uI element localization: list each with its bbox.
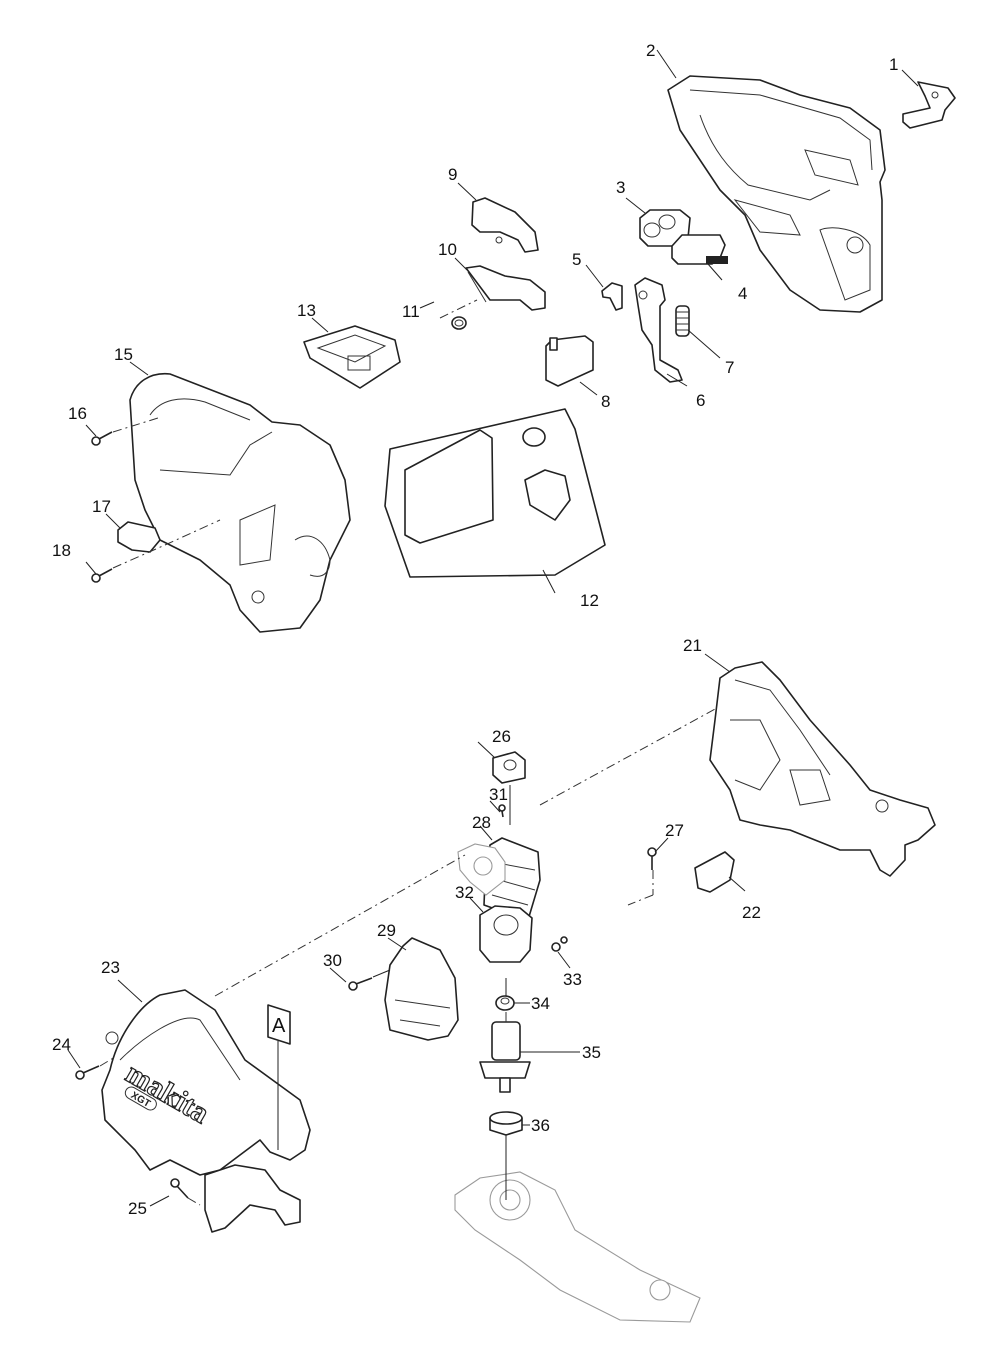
part-6-lock-off-lever[interactable] bbox=[634, 277, 683, 383]
callout-17[interactable]: 17 bbox=[92, 497, 111, 516]
callout-labels: 1 2 3 4 5 6 7 8 9 10 11 12 13 15 16 17 1… bbox=[52, 41, 898, 1218]
callout-4[interactable]: 4 bbox=[738, 284, 747, 303]
part-33-tapping-screw[interactable] bbox=[551, 936, 568, 952]
callout-2[interactable]: 2 bbox=[646, 41, 655, 60]
part-36-ball-bearing[interactable] bbox=[489, 1111, 523, 1136]
assembly-dash-lines bbox=[99, 299, 718, 1206]
callout-1[interactable]: 1 bbox=[889, 55, 898, 74]
callout-8[interactable]: 8 bbox=[601, 392, 610, 411]
callout-23[interactable]: 23 bbox=[101, 958, 120, 977]
callout-9[interactable]: 9 bbox=[448, 165, 457, 184]
part-25-tapping-screw[interactable] bbox=[170, 1178, 189, 1199]
callout-33[interactable]: 33 bbox=[563, 970, 582, 989]
part-27-screw[interactable] bbox=[647, 847, 657, 870]
callout-29[interactable]: 29 bbox=[377, 921, 396, 940]
part-32-stator[interactable] bbox=[479, 905, 533, 963]
callout-30[interactable]: 30 bbox=[323, 951, 342, 970]
part-18-tapping-screw[interactable] bbox=[91, 568, 113, 583]
part-3-button-cover[interactable] bbox=[639, 209, 691, 247]
part-29-motor-housing[interactable] bbox=[384, 937, 459, 1041]
part-24-tapping-screw[interactable] bbox=[75, 1065, 100, 1080]
part-23-lower-bracket bbox=[204, 1164, 301, 1233]
part-5-lock-clip[interactable] bbox=[601, 282, 623, 311]
part-8-switch[interactable] bbox=[545, 335, 594, 387]
part-2-rear-handle-housing[interactable] bbox=[667, 75, 886, 313]
part-31-tapping-screw[interactable] bbox=[498, 804, 506, 818]
callout-10[interactable]: 10 bbox=[438, 240, 457, 259]
callout-25[interactable]: 25 bbox=[128, 1199, 147, 1218]
callout-18[interactable]: 18 bbox=[52, 541, 71, 560]
callout-31[interactable]: 31 bbox=[489, 785, 508, 804]
callout-6[interactable]: 6 bbox=[696, 391, 705, 410]
callout-12[interactable]: 12 bbox=[580, 591, 599, 610]
callout-32[interactable]: 32 bbox=[455, 883, 474, 902]
callout-27[interactable]: 27 bbox=[665, 821, 684, 840]
callout-13[interactable]: 13 bbox=[297, 301, 316, 320]
part-1-switch-lever[interactable] bbox=[902, 81, 956, 129]
callout-36[interactable]: 36 bbox=[531, 1116, 550, 1135]
callout-leaders bbox=[67, 49, 919, 1207]
brush-plate-ghost bbox=[457, 843, 506, 896]
part-26-rubber-ring[interactable] bbox=[492, 751, 526, 784]
part-34-ball-bearing[interactable] bbox=[495, 995, 515, 1011]
part-17-release-button[interactable] bbox=[117, 521, 161, 553]
callout-7[interactable]: 7 bbox=[725, 358, 734, 377]
callout-24[interactable]: 24 bbox=[52, 1035, 71, 1054]
part-4-switch-button[interactable] bbox=[671, 234, 728, 265]
callout-35[interactable]: 35 bbox=[582, 1043, 601, 1062]
part-9-front-trigger[interactable] bbox=[471, 197, 539, 253]
part-30-tapping-screw[interactable] bbox=[348, 977, 373, 991]
callout-21[interactable]: 21 bbox=[683, 636, 702, 655]
part-15-handle-housing-left[interactable] bbox=[129, 373, 351, 633]
callout-11[interactable]: 11 bbox=[402, 302, 420, 321]
callout-22[interactable]: 22 bbox=[742, 903, 761, 922]
part-11-torsion-spring[interactable] bbox=[451, 316, 467, 330]
callout-34[interactable]: 34 bbox=[531, 994, 550, 1013]
part-21-motor-housing-right[interactable] bbox=[709, 661, 936, 877]
part-22-cover[interactable] bbox=[694, 851, 735, 893]
svg-text:A: A bbox=[272, 1015, 286, 1037]
part-10-trigger-lever[interactable] bbox=[465, 265, 546, 311]
part-13-terminal-plate[interactable] bbox=[303, 325, 401, 389]
reference-marker-a: A bbox=[267, 1004, 291, 1150]
callout-15[interactable]: 15 bbox=[114, 345, 133, 364]
gear-housing-ghost bbox=[454, 1171, 701, 1323]
part-35-rotor[interactable] bbox=[479, 1012, 531, 1093]
callout-5[interactable]: 5 bbox=[572, 250, 581, 269]
callout-26[interactable]: 26 bbox=[492, 727, 511, 746]
callout-3[interactable]: 3 bbox=[616, 178, 625, 197]
part-12-controller-set[interactable] bbox=[384, 408, 606, 578]
part-7-compression-spring[interactable] bbox=[675, 305, 690, 337]
callout-28[interactable]: 28 bbox=[472, 813, 491, 832]
part-16-tapping-screw[interactable] bbox=[91, 431, 113, 446]
part-23-motor-housing-cover[interactable]: makita XGT bbox=[101, 989, 311, 1176]
callout-16[interactable]: 16 bbox=[68, 404, 87, 423]
